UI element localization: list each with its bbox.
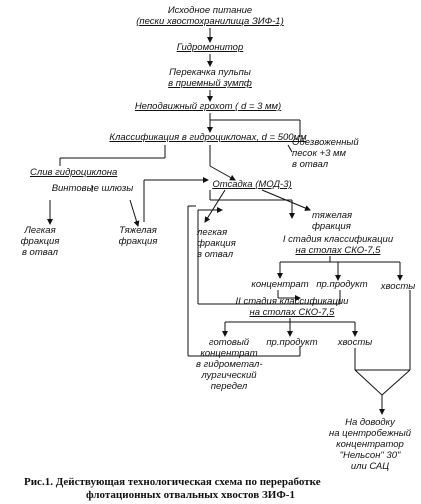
refine-line4: "Нельсон" 30" xyxy=(339,450,401,461)
concentrate-1-label: концентрат xyxy=(251,279,309,290)
final-concentrate-line4: лургический xyxy=(201,370,257,381)
pump-label-line1: Перекачка пульпы xyxy=(169,67,251,78)
stage1-label-line1: I стадия классификации xyxy=(282,234,394,245)
heavy-fraction-1-line1: Тяжелая xyxy=(119,225,157,236)
overflow-label: Слив гидроциклона xyxy=(30,167,118,178)
light-fraction-1-line1: Легкая xyxy=(24,225,56,236)
source-label-line2: (пески хвостохранилища ЗИФ-1) xyxy=(136,16,284,27)
final-concentrate-line1: готовый xyxy=(208,337,250,348)
heavy-fraction-2-line2: фракция xyxy=(312,221,351,232)
light-fraction-2-line2: фракция xyxy=(197,238,236,249)
classification-label: Классификация в гидроциклонах, d = 500мм xyxy=(109,132,307,143)
tails-2-label: хвосты xyxy=(337,337,373,348)
refine-line3: концентратор xyxy=(336,439,404,450)
refine-line5: или САЦ xyxy=(350,461,390,472)
figure-caption-line1: Рис.1. Действующая технологическая схема… xyxy=(24,476,321,488)
refine-line1: На доводку xyxy=(345,417,395,428)
jig-label: Отсадка (МОД-3) xyxy=(212,179,292,190)
final-concentrate-line5: передел xyxy=(210,381,248,392)
pump-label-line2: в приемный зумпф xyxy=(168,78,252,89)
dewatered-sand-line1: Обезвоженный xyxy=(292,137,359,148)
light-fraction-1-line3: в отвал xyxy=(21,247,59,258)
heavy-fraction-1-line2: фракция xyxy=(118,236,158,247)
dewatered-sand-line2: песок +3 мм xyxy=(292,148,347,159)
light-fraction-1-line2: фракция xyxy=(20,236,60,247)
light-fraction-2-line1: легкая xyxy=(197,227,228,238)
tails-1-label: хвосты xyxy=(380,281,416,292)
dewatered-sand-line3: в отвал xyxy=(292,159,329,170)
figure-caption-line2: флотационных отвальных хвостов ЗИФ-1 xyxy=(86,489,295,501)
source-label-line1: Исходное питание xyxy=(167,5,253,16)
refine-line2: на центробежный xyxy=(328,428,412,439)
hydromonitor-label: Гидромонитор xyxy=(176,42,244,53)
grate-label: Неподвижный грохот ( d = 3 мм) xyxy=(134,101,282,112)
heavy-fraction-2-line1: тяжелая xyxy=(312,210,353,221)
middlings-2-label: пр.продукт xyxy=(266,337,318,348)
final-concentrate-line2: концентрат xyxy=(200,348,258,359)
stage1-label-line2: на столах СКО-7,5 xyxy=(295,245,381,256)
light-fraction-2-line3: в отвал xyxy=(197,249,234,260)
stage2-label-line2: на столах СКО-7,5 xyxy=(249,307,335,318)
final-concentrate-line3: в гидрометал- xyxy=(196,359,263,370)
middlings-1-label: пр.продукт xyxy=(316,279,368,290)
stage2-label-line1: II стадия классификации xyxy=(235,296,349,307)
sluices-label: Винтовые шлюзы xyxy=(51,183,134,194)
